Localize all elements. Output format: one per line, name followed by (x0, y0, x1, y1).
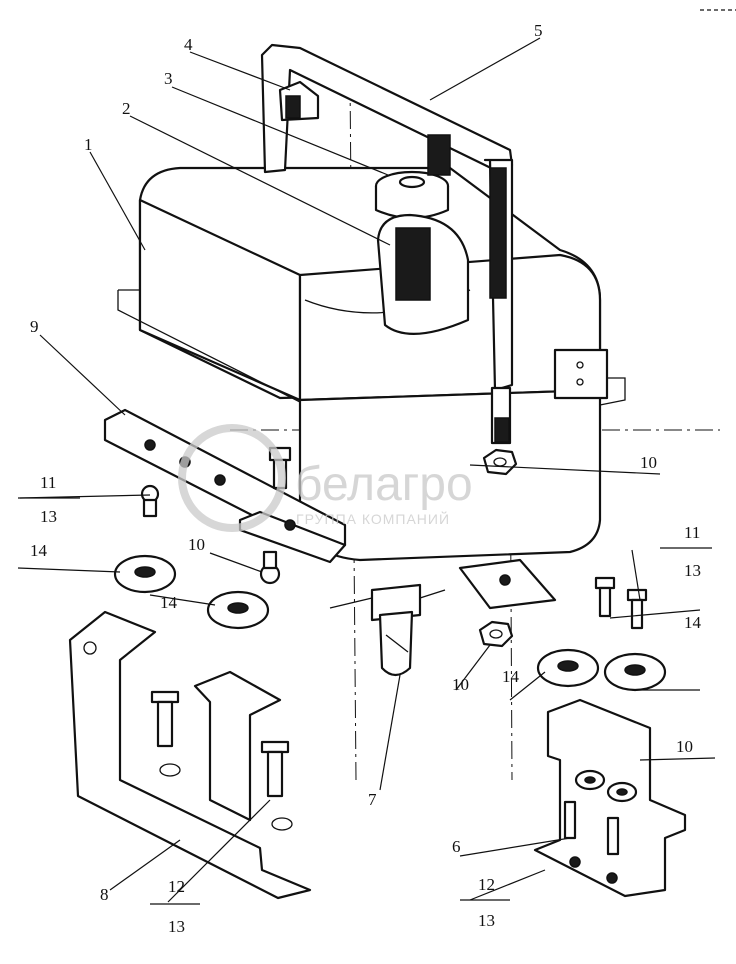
callout-10-left: 10 (188, 535, 205, 554)
label-underlines (18, 9, 736, 905)
callout-7: 7 (368, 790, 377, 809)
callout-6: 6 (452, 837, 461, 856)
breather-bracket (260, 43, 514, 445)
right-support-bracket (533, 698, 687, 898)
callout-14-d: 14 (684, 613, 702, 632)
callout-14-c: 14 (502, 667, 520, 686)
mounting-strip (103, 408, 557, 610)
callout-13-right: 13 (684, 561, 701, 580)
watermark-subtitle: ГРУППА КОМПАНИЙ (296, 510, 450, 527)
washers (113, 554, 667, 692)
callout-4: 4 (184, 35, 193, 54)
callout-1: 1 (84, 135, 93, 154)
callouts: 1 2 3 4 5 6 7 8 9 10 10 10 10 11 13 11 1… (30, 21, 702, 936)
callout-8: 8 (100, 885, 109, 904)
callout-5: 5 (534, 21, 543, 40)
filler-neck (376, 213, 470, 335)
callout-13-bottom-right: 13 (478, 911, 495, 930)
nuts (259, 448, 518, 648)
callout-10-right: 10 (676, 737, 693, 756)
leader-lines (17, 37, 716, 903)
drain-filter (329, 583, 446, 677)
callout-12-left: 12 (168, 877, 185, 896)
callout-12-right: 12 (478, 875, 495, 894)
tank-body (117, 166, 626, 562)
left-support-bracket (68, 610, 312, 900)
callout-9: 9 (30, 317, 39, 336)
watermark: белагро ГРУППА КОМПАНИЙ (178, 424, 473, 532)
side-plate (553, 348, 609, 400)
callout-2: 2 (122, 99, 131, 118)
watermark-brand: белагро (295, 458, 473, 511)
callout-11-right: 11 (684, 523, 700, 542)
filler-cap (374, 170, 450, 220)
callout-14-a: 14 (30, 541, 48, 560)
callout-3: 3 (164, 69, 173, 88)
callout-11-left: 11 (40, 473, 56, 492)
callout-10-mid: 10 (452, 675, 469, 694)
callout-14-b: 14 (160, 593, 178, 612)
callout-13-left: 13 (40, 507, 57, 526)
callout-13-bottom-left: 13 (168, 917, 185, 936)
callout-10-tank: 10 (640, 453, 657, 472)
